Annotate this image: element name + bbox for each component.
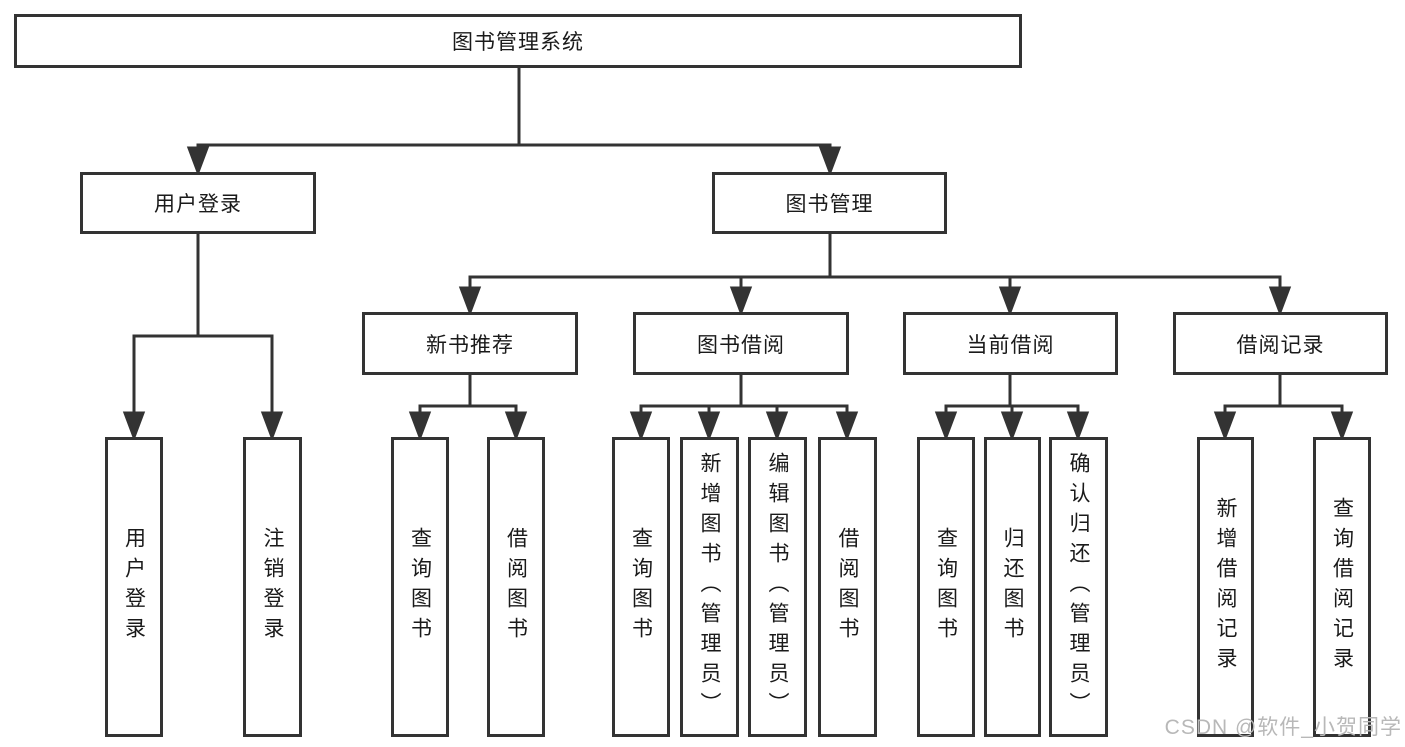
arrowhead-icon: [1000, 411, 1024, 442]
arrowhead-icon: [729, 286, 753, 317]
connector-user-login-branch: [122, 234, 284, 442]
node-label: 图书借阅: [697, 333, 785, 357]
arrowhead-icon: [458, 286, 482, 317]
arrowhead-icon: [934, 411, 958, 442]
node-label: 图书管理: [785, 193, 874, 216]
leaf-confirm-return-admin: 确认归还（管理员）: [1049, 437, 1108, 737]
node-root: 图书管理系统: [14, 14, 1022, 68]
connector-line: [944, 375, 1080, 415]
leaf-query-books-1: 查询图书: [391, 437, 449, 737]
node-label: 查询借阅记录: [1330, 497, 1354, 677]
node-book-borrowing: 图书借阅: [633, 312, 849, 375]
connector-root-to-level2: [186, 68, 842, 177]
connector-line: [468, 234, 1282, 290]
node-label: 图书管理系统: [452, 31, 584, 54]
leaf-query-books-2: 查询图书: [612, 437, 670, 737]
arrowhead-icon: [1330, 411, 1354, 442]
connector-line: [639, 375, 849, 415]
node-label: 借阅图书: [836, 527, 859, 647]
arrowhead-icon: [1268, 286, 1292, 317]
arrowhead-icon: [697, 411, 721, 442]
leaf-logout: 注销登录: [243, 437, 302, 737]
arrowhead-icon: [260, 411, 284, 442]
connector-book-borrowing-branch: [629, 375, 859, 442]
node-user-login: 用户登录: [80, 172, 316, 234]
leaf-add-book-admin: 新增图书（管理员）: [680, 437, 739, 737]
connector-line: [132, 234, 274, 415]
connector-line: [196, 68, 832, 152]
node-label: 用户登录: [122, 527, 146, 647]
node-label: 借阅记录: [1236, 333, 1325, 357]
leaf-borrow-books-2: 借阅图书: [818, 437, 877, 737]
node-label: 新增图书（管理员）: [698, 452, 721, 722]
watermark: CSDN @软件_小贺同学: [1164, 716, 1402, 739]
arrowhead-icon: [186, 146, 210, 177]
node-current-borrowing: 当前借阅: [903, 312, 1118, 375]
leaf-query-books-3: 查询图书: [917, 437, 975, 737]
node-label: 新增借阅记录: [1214, 497, 1237, 677]
node-new-book-recommend: 新书推荐: [362, 312, 578, 375]
connector-line: [1223, 375, 1344, 415]
node-label: 查询图书: [408, 527, 432, 647]
arrowhead-icon: [765, 411, 789, 442]
arrowhead-icon: [629, 411, 653, 442]
node-label: 注销登录: [261, 527, 284, 647]
arrowhead-icon: [408, 411, 432, 442]
leaf-edit-book-admin: 编辑图书（管理员）: [748, 437, 807, 737]
node-label: 编辑图书（管理员）: [766, 452, 789, 722]
node-label: 查询图书: [934, 527, 958, 647]
arrowhead-icon: [504, 411, 528, 442]
leaf-query-borrow-record: 查询借阅记录: [1313, 437, 1371, 737]
node-label: 新书推荐: [426, 333, 514, 357]
leaf-user-login: 用户登录: [105, 437, 163, 737]
node-label: 借阅图书: [504, 527, 528, 647]
arrowhead-icon: [1213, 411, 1237, 442]
leaf-add-borrow-record: 新增借阅记录: [1197, 437, 1254, 737]
node-label: 归还图书: [1001, 527, 1024, 647]
arrowhead-icon: [998, 286, 1022, 317]
connector-line: [418, 375, 518, 415]
node-label: 用户登录: [154, 193, 242, 216]
node-label: 查询图书: [629, 527, 653, 647]
connector-borrowing-records-branch: [1213, 375, 1354, 442]
leaf-borrow-books-1: 借阅图书: [487, 437, 545, 737]
connector-book-management-branch: [458, 234, 1292, 317]
connector-new-book-branch: [408, 375, 528, 442]
arrowhead-icon: [122, 411, 146, 442]
leaf-return-book: 归还图书: [984, 437, 1041, 737]
node-label: 确认归还（管理员）: [1067, 452, 1090, 722]
arrowhead-icon: [818, 146, 842, 177]
arrowhead-icon: [1066, 411, 1090, 442]
node-label: 当前借阅: [966, 333, 1055, 357]
connector-current-borrowing-branch: [934, 375, 1090, 442]
arrowhead-icon: [835, 411, 859, 442]
node-borrowing-records: 借阅记录: [1173, 312, 1388, 375]
node-book-management: 图书管理: [712, 172, 947, 234]
